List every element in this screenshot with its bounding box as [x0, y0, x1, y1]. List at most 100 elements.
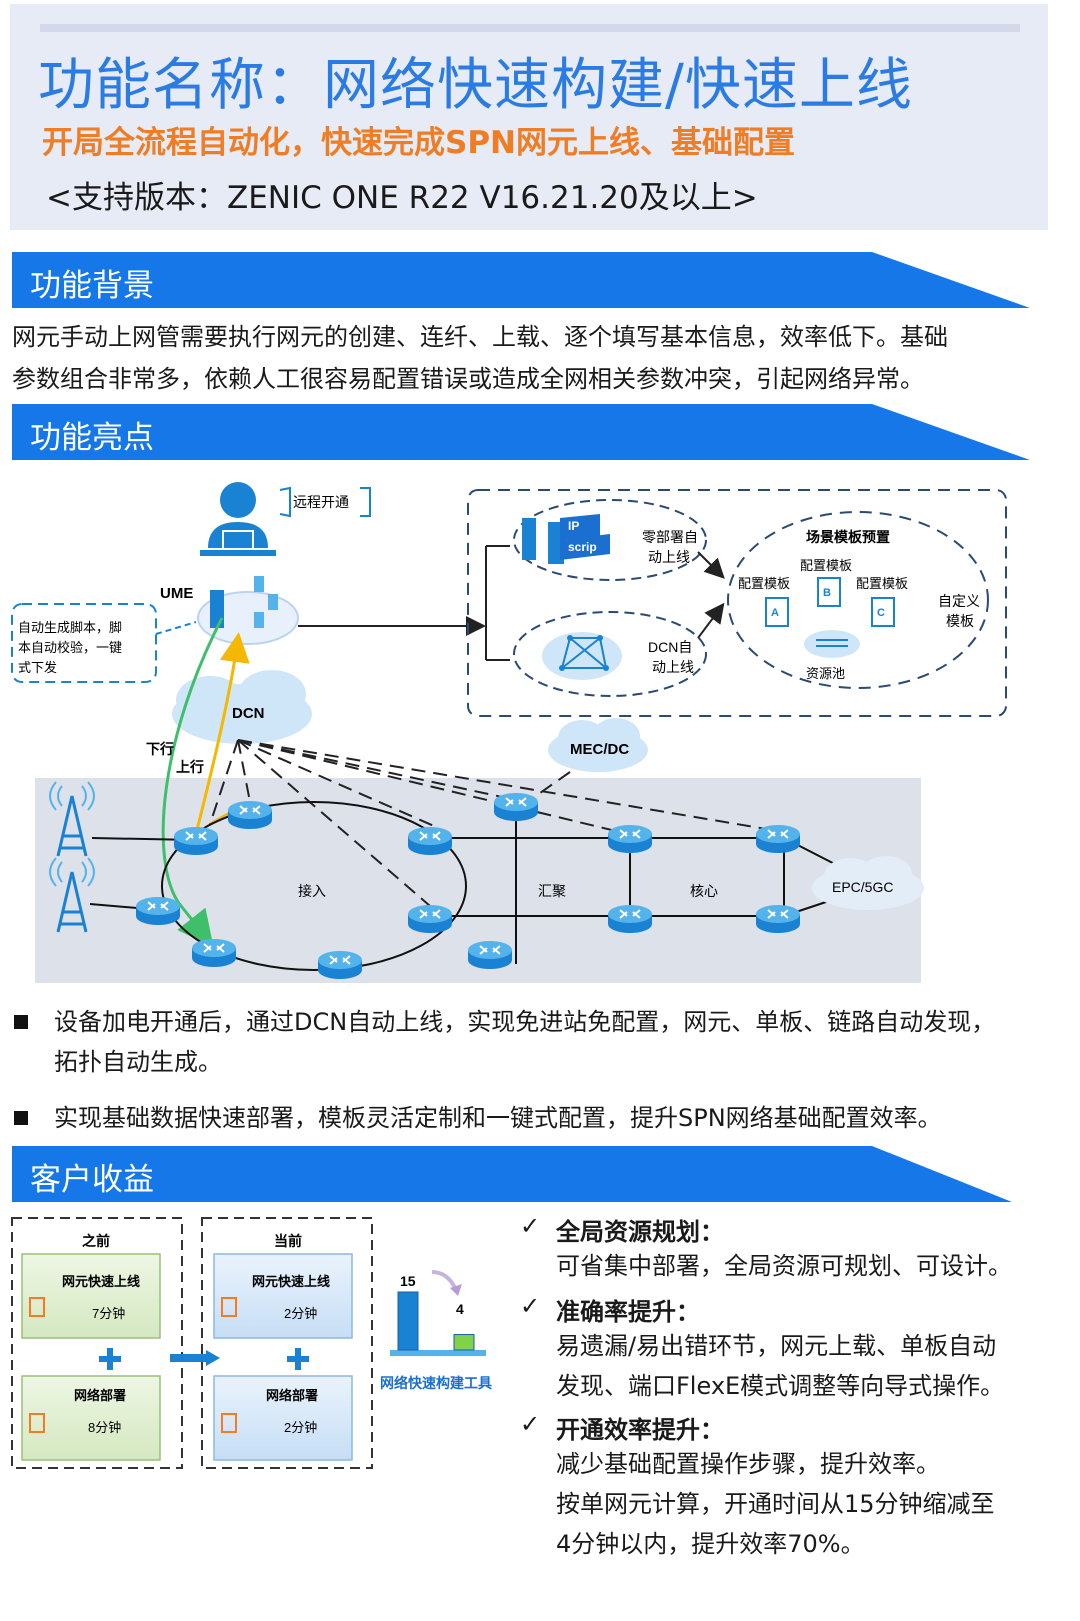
background-line-1: 网元手动上网管需要执行网元的创建、连纤、上载、逐个填写基本信息，效率低下。基础 — [12, 323, 948, 351]
section-header-benefits: 客户收益 — [12, 1146, 1062, 1202]
core-label: 核心 — [690, 883, 718, 899]
script-label: scrip — [568, 540, 597, 554]
mec-dc-cloud-icon — [548, 718, 648, 772]
page-subtitle: 开局全流程自动化，快速完成SPN网元上线、基础配置 — [42, 125, 795, 161]
page-title: 功能名称：网络快速构建/快速上线 — [38, 53, 913, 118]
now-ne-online-card — [213, 1253, 353, 1339]
section-header-highlights: 功能亮点 — [12, 404, 1062, 460]
bar-label-15: 15 — [400, 1273, 416, 1289]
router-icon — [607, 824, 653, 854]
router-icon — [227, 800, 273, 830]
version-note: <支持版本：ZENIC ONE R22 V16.21.20及以上> — [46, 180, 758, 216]
dcn-auto-line-2: 动上线 — [652, 659, 694, 675]
config-template-a: 配置模板 — [738, 576, 790, 591]
custom-template-line-2: 模板 — [946, 613, 974, 629]
check-icon: ✓ — [520, 1410, 541, 1438]
router-icon — [607, 904, 653, 934]
enter-icon — [221, 1413, 237, 1433]
epc-5gc-cloud-icon — [812, 856, 924, 910]
before-net-deploy-label: 网络部署 — [74, 1388, 126, 1403]
section-title-benefits: 客户收益 — [30, 1162, 154, 1198]
benefit-3-desc-1: 减少基础配置操作步骤，提升效率。 — [556, 1450, 940, 1478]
zero-deploy-line-2: 动上线 — [648, 549, 690, 565]
before-title: 之前 — [82, 1233, 110, 1249]
svg-text:A: A — [771, 607, 779, 619]
ume-server-icon — [210, 590, 224, 628]
router-icon — [755, 824, 801, 854]
router-icon — [135, 896, 181, 926]
operator-icon — [200, 482, 276, 556]
router-icon — [493, 792, 539, 822]
config-template-b: 配置模板 — [800, 558, 852, 573]
section-title-background: 功能背景 — [30, 268, 154, 304]
before-ne-online-label: 网元快速上线 — [62, 1274, 140, 1289]
access-label: 接入 — [298, 883, 326, 899]
header-decoration-strip — [40, 24, 1020, 32]
benefit-2-desc-1: 易遗漏/易出错环节，网元上载、单板自动 — [556, 1332, 997, 1360]
background-line-2: 参数组合非常多，依赖人工很容易配置错误或造成全网相关参数冲突，引起网络异常。 — [12, 365, 924, 393]
network-diagram: 远程开通 UME 自动生成脚本，脚 本自动校验，一键 式下发 IP scrip … — [11, 482, 1007, 983]
benefit-2-desc-2: 发现、端口FlexE模式调整等向导式操作。 — [556, 1372, 1005, 1400]
dcn-label: DCN — [232, 705, 265, 722]
benefit-2-title: 准确率提升： — [556, 1298, 700, 1326]
resource-pool-label: 资源池 — [806, 666, 845, 681]
template-doc-b-icon: B — [817, 577, 841, 607]
mini-bar-chart — [390, 1291, 486, 1356]
ip-label: IP — [568, 519, 579, 533]
before-ne-online-time: 7分钟 — [92, 1306, 125, 1321]
uplink-label: 上行 — [176, 759, 204, 775]
svg-text:B: B — [823, 587, 831, 599]
custom-template-line-1: 自定义 — [938, 593, 980, 609]
enter-icon — [29, 1413, 45, 1433]
router-icon — [755, 904, 801, 934]
auto-script-line-1: 自动生成脚本，脚 — [18, 620, 122, 635]
router-icon — [173, 826, 219, 856]
automation-box — [467, 489, 1007, 717]
benefit-3-desc-2: 按单网元计算，开通时间从15分钟缩减至 — [556, 1490, 995, 1518]
bullet-2-line-1: 实现基础数据快速部署，模板灵活定制和一键式配置，提升SPN网络基础配置效率。 — [54, 1104, 942, 1132]
resource-pool-icon — [804, 630, 860, 658]
svg-text:C: C — [877, 607, 885, 619]
bullet-1-line-1: 设备加电开通后，通过DCN自动上线，实现免进站免配置，网元、单板、链路自动发现， — [54, 1008, 996, 1036]
section-header-background: 功能背景 — [12, 252, 1062, 308]
section-title-highlights: 功能亮点 — [30, 420, 154, 456]
now-net-deploy-time: 2分钟 — [284, 1420, 317, 1435]
enter-icon — [221, 1297, 237, 1317]
router-icon — [191, 938, 237, 968]
ume-label: UME — [160, 585, 193, 602]
background-paragraph: 网元手动上网管需要执行网元的创建、连纤、上载、逐个填写基本信息，效率低下。基础 … — [12, 316, 1052, 400]
auto-script-line-3: 式下发 — [18, 660, 57, 675]
template-doc-c-icon: C — [871, 597, 895, 627]
dcn-cloud-icon — [172, 670, 312, 744]
now-title: 当前 — [274, 1233, 302, 1249]
mec-dc-label: MEC/DC — [570, 741, 629, 758]
bar-0 — [397, 1291, 419, 1351]
tool-label: 网络快速构建工具 — [380, 1375, 492, 1391]
router-icon — [407, 826, 453, 856]
now-ne-online-label: 网元快速上线 — [252, 1274, 330, 1289]
before-ne-online-card — [21, 1253, 161, 1339]
auto-script-line-2: 本自动校验，一键 — [18, 640, 122, 655]
benefit-3-desc-3: 4分钟以内，提升效率70%。 — [556, 1530, 865, 1558]
benefit-3-title: 开通效率提升： — [556, 1416, 724, 1444]
check-icon: ✓ — [520, 1292, 541, 1320]
router-icon — [317, 950, 363, 980]
epc-5gc-label: EPC/5GC — [832, 879, 893, 895]
downlink-label: 下行 — [146, 741, 174, 757]
header-panel — [10, 4, 1048, 230]
bullet-square-icon — [14, 1111, 28, 1125]
benefit-1-title: 全局资源规划： — [556, 1218, 724, 1246]
aggregation-label: 汇聚 — [538, 883, 566, 899]
router-icon — [407, 904, 453, 934]
bullet-1-line-2: 拓扑自动生成。 — [54, 1048, 222, 1076]
dcn-auto-line-1: DCN自 — [648, 639, 692, 655]
benefit-1-desc: 可省集中部署，全局资源可规划、可设计。 — [556, 1252, 1012, 1280]
check-icon: ✓ — [520, 1212, 541, 1240]
now-ne-online-time: 2分钟 — [284, 1306, 317, 1321]
bar-label-4: 4 — [456, 1301, 464, 1317]
enter-icon — [29, 1297, 45, 1317]
bar-baseline — [390, 1350, 486, 1356]
benefit-comparison: 之前 当前 网元快速上线 7分钟 网络部署 8分钟 网元快速上线 2分钟 网络部… — [11, 1217, 492, 1469]
arrow-right-icon — [206, 1350, 220, 1366]
before-net-deploy-time: 8分钟 — [88, 1420, 121, 1435]
